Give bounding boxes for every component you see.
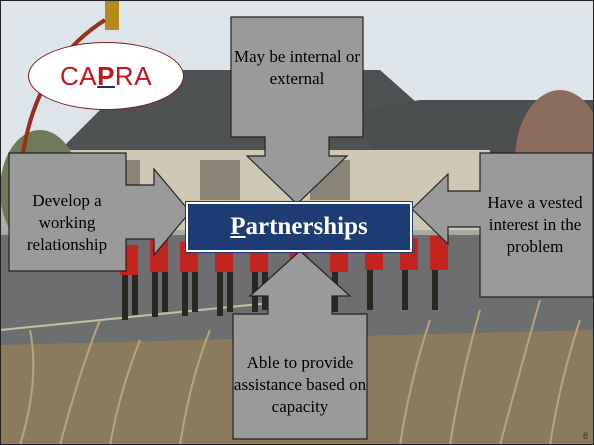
logo-big-letter: P bbox=[97, 60, 115, 91]
callout-top: May be internal or external bbox=[230, 16, 364, 206]
page-number: 8 bbox=[582, 431, 588, 441]
partnerships-box: Partnerships bbox=[186, 202, 412, 252]
partnerships-rest: artnerships bbox=[245, 213, 368, 240]
logo-suffix: RA bbox=[114, 60, 153, 91]
down-arrow-shape bbox=[230, 16, 364, 205]
callout-bottom: Able to provide assistance based on capa… bbox=[232, 250, 368, 440]
callout-left-text: Develop a working relationship bbox=[26, 191, 108, 254]
callout-left: Develop a working relationship bbox=[8, 152, 192, 272]
up-arrow-shape bbox=[232, 250, 368, 440]
callout-top-text: May be internal or external bbox=[233, 47, 361, 88]
callout-right-text: Have a vested interest in the problem bbox=[487, 193, 583, 256]
logo-prefix: CA bbox=[59, 60, 98, 91]
partnerships-initial: P bbox=[230, 213, 246, 240]
callout-right: Have a vested interest in the problem bbox=[410, 152, 594, 298]
right-arrow-shape bbox=[8, 152, 191, 272]
callout-bottom-text: Able to provide assistance based on capa… bbox=[233, 353, 367, 416]
